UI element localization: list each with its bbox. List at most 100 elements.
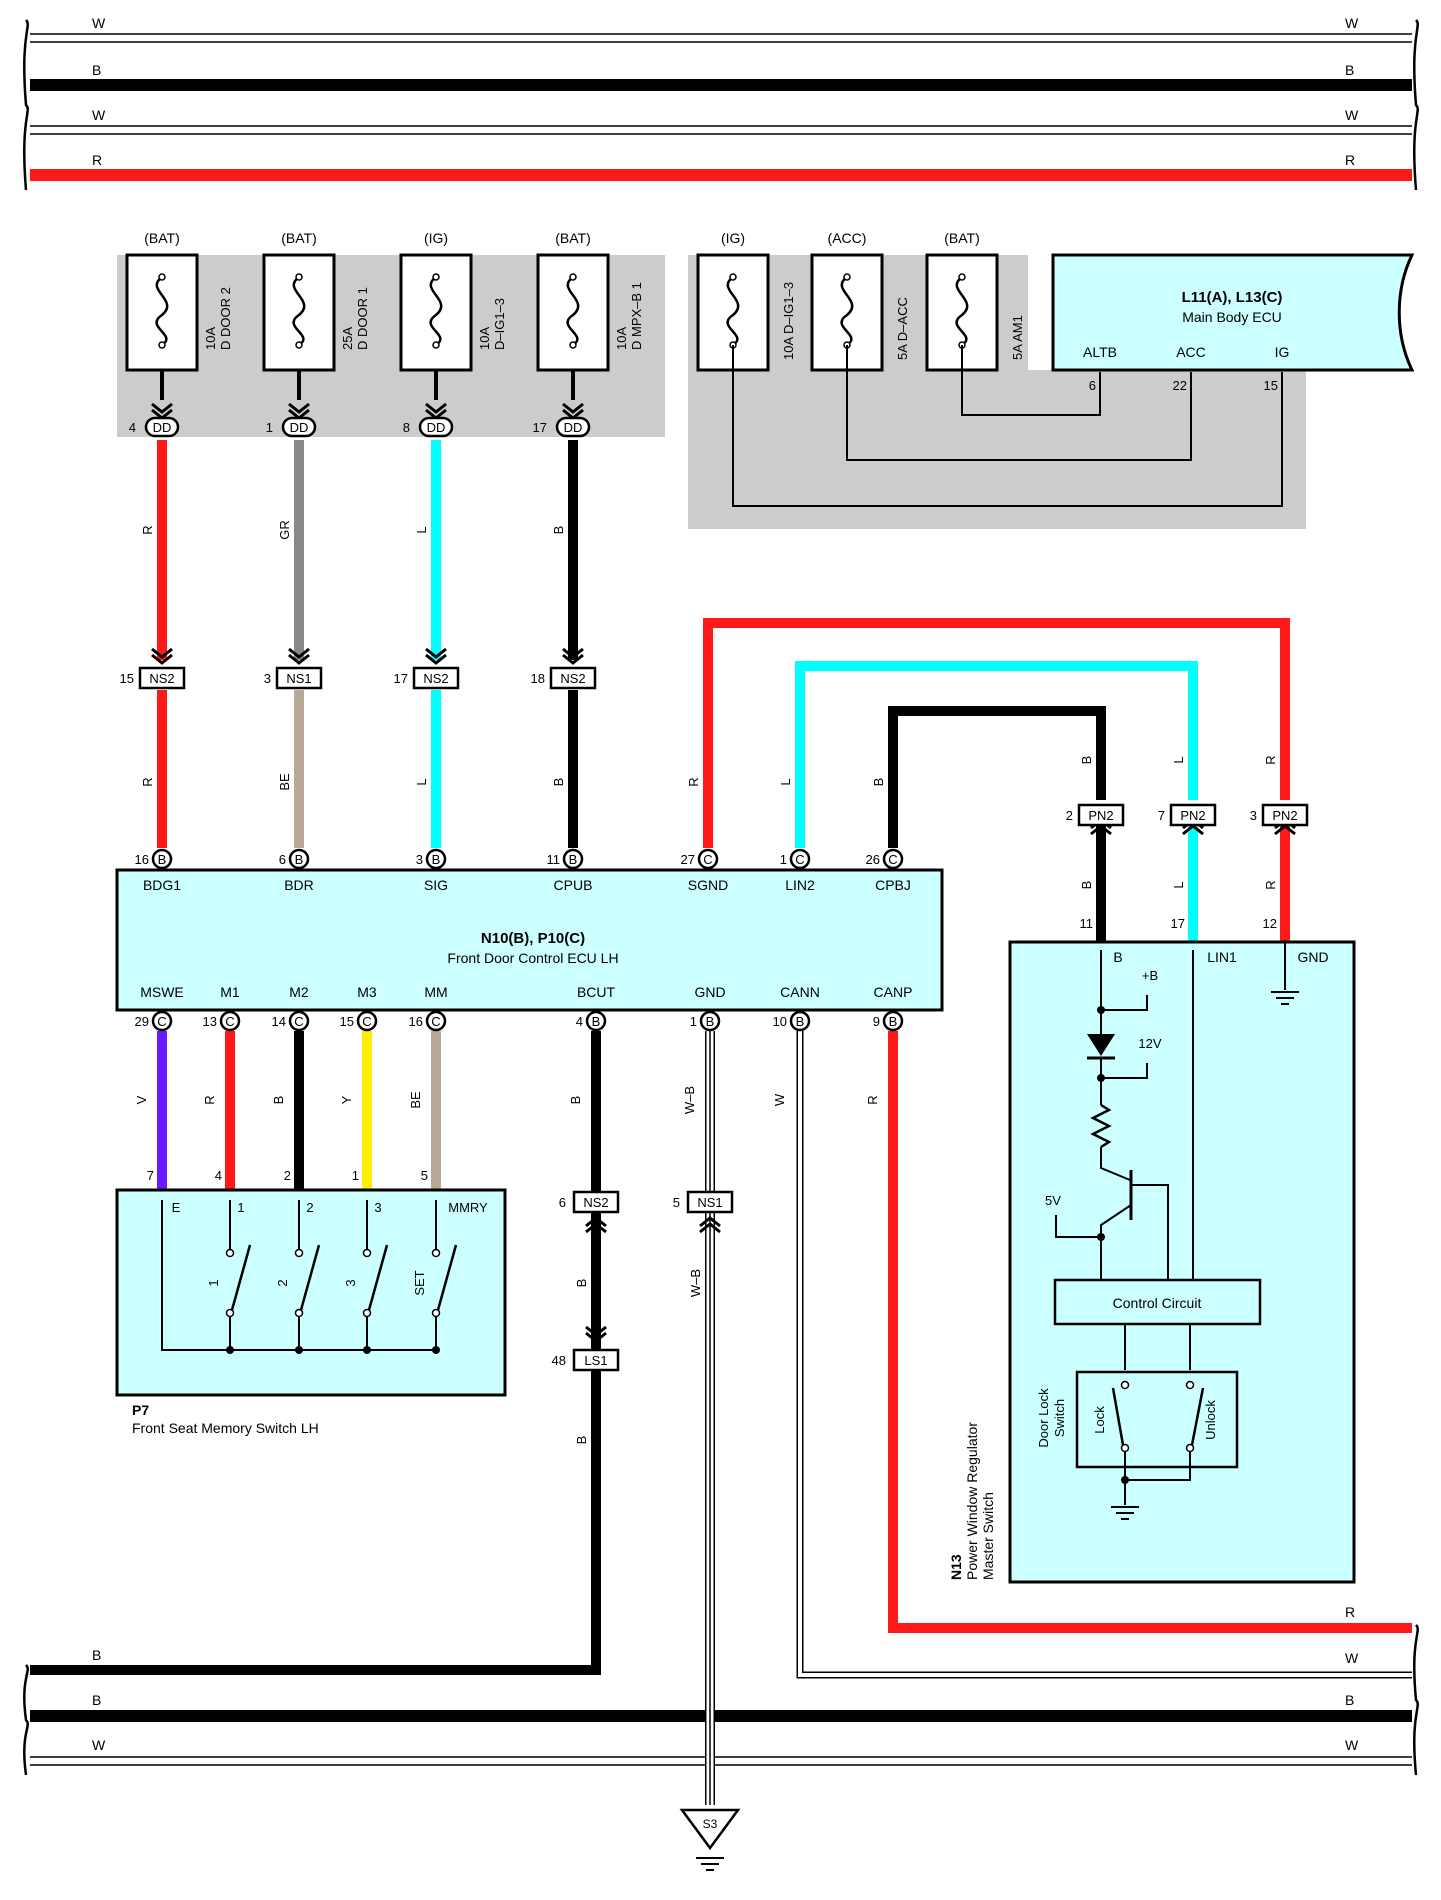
rfuse-2-t1 [958,273,966,281]
fdecu-top-pin-3-letter: B [569,852,578,867]
seat-switch-contact-b-3 [431,1308,441,1318]
dd-num-2: 8 [403,420,410,435]
rfuse-source-1: (ACC) [828,230,867,246]
fdecu-bot-wire-3: Y [339,1095,354,1104]
wire-upper-label-1: GR [277,520,292,540]
fuse-source-1: (BAT) [281,230,317,246]
fuse-chev-0 [151,402,173,414]
fdecu-bot-pin-3 [356,1010,378,1032]
pn2-box-0 [1077,803,1125,827]
bcut-ls-box [572,1348,620,1372]
mbecu-altb-line [961,345,1101,416]
bus-top-label-left-2: W [92,107,106,123]
fdecu-top-num-4: 27 [681,852,695,867]
fdecu-bot-wire-0: V [134,1095,149,1104]
seat-pin-num-1: 4 [215,1168,222,1183]
pn2-ecu-pin-2: 12 [1263,916,1277,931]
fdecu-top-name-1: BDR [284,877,314,893]
s3-ground-label: S3 [703,1817,718,1831]
wire-lower-label-0: R [140,777,155,786]
seat-terminal-4: MMRY [448,1200,488,1215]
fuse-1 [262,253,336,372]
fdecu-bot-name-6: GND [694,984,725,1000]
bus-top-label-left-0: W [92,15,106,31]
ms-res-to-base [1100,1147,1131,1181]
pn2-box-0-label: PN2 [1088,808,1113,823]
fdecu-top-pin-4-letter: C [703,852,712,867]
fdecu-bot-num-0: 29 [135,1014,149,1029]
bus-bot-label-b-left: B [92,1692,101,1708]
fdecu-top-pin-0 [151,848,173,870]
wire-cpbj-loop [888,706,1106,848]
wire-lower-label-1: BE [277,773,292,791]
fdecu-bot-pin-4-letter: C [431,1014,440,1029]
gnd-ns-chev-2 [699,1216,721,1228]
seat-switch-contact-b-2 [362,1308,372,1318]
seat-switch-label-1: 2 [275,1279,290,1286]
mbecu-pin-name-1: ACC [1176,344,1206,360]
seat-switch-node-3 [432,1346,440,1354]
fdecu-top-name-5: LIN2 [785,877,815,893]
ms-terminal-gnd: GND [1297,949,1328,965]
ms-resistor [1090,1103,1112,1149]
mbecu-acc-line [846,345,1192,461]
fdecu-bot-pin-8-letter: B [889,1014,898,1029]
fuse-0 [125,253,199,372]
fdecu-top-pin-6-letter: C [888,852,897,867]
fdecu-top-num-6: 26 [866,852,880,867]
rfuse-label-0: 10A D–IG1–3 [781,282,796,360]
fdecu-bot-wire-2: B [271,1096,286,1105]
ms-lock-label: Lock [1092,1406,1107,1434]
pn2-wire-lower-2: R [1263,880,1278,889]
pn2-wire-upper-0: B [1079,756,1094,765]
fdecu-bot-pin-8 [882,1010,904,1032]
wire-sgnd-loop [703,618,1290,848]
seat-switch-node-2 [363,1346,371,1354]
ms-unlock-contact-b [1185,1443,1195,1453]
fdecu-bot-pin-5-letter: B [592,1014,601,1029]
bus-top-label-right-1: B [1345,62,1354,78]
fdecu-top-num-2: 3 [416,852,423,867]
front-door-ecu-subtitle: Front Door Control ECU LH [447,950,618,966]
seat-switch-contact-a-1 [294,1248,304,1258]
pn2-box-2 [1261,803,1309,827]
main-body-ecu-subtitle: Main Body ECU [1182,309,1282,325]
pn2-wire-upper-1: L [1171,756,1186,763]
fuse-2-t2 [432,341,440,349]
bcut-ls-box-label: LS1 [584,1353,607,1368]
fdecu-bot-pin-0-letter: C [157,1014,166,1029]
ns-box-1-label: NS1 [286,671,311,686]
rfuse-1-element [840,275,854,347]
fuse-rating-1: 25A [340,327,355,350]
pn2-box-2-label: PN2 [1272,808,1297,823]
seat-switch-blade-0 [230,1244,252,1311]
fdecu-bot-name-3: M3 [357,984,377,1000]
fdecu-bot-num-5: 4 [576,1014,583,1029]
dd-pin-3-label: DD [564,420,583,435]
ms-lock-contact-a [1120,1380,1130,1390]
fdecu-bot-wire-5: B [568,1096,583,1105]
seat-pin-num-0: 7 [147,1168,154,1183]
bcut-ls-chev-2 [585,1331,607,1343]
fuse-chev-3 [562,402,584,414]
bcut-ns-chev-2 [585,1216,607,1228]
bcut-ls-chev [585,1325,607,1337]
fuse-1-t2 [295,341,303,349]
fdecu-top-wire-5: L [778,778,793,785]
fdecu-bot-name-5: BCUT [577,984,616,1000]
ns-box-2-label: NS2 [423,671,448,686]
ns-chev-1 [288,647,310,659]
bus-lines [30,33,1412,1766]
front-door-ecu [115,868,944,1012]
fdecu-bot-wire-8: R [865,1095,880,1104]
dd-pin-1-label: DD [290,420,309,435]
bcut-ns-num: 6 [559,1195,566,1210]
mbecu-pin-name-2: IG [1275,344,1290,360]
bcut-ns-chev [585,1222,607,1234]
fuse-2-t1 [432,273,440,281]
fdecu-bot-pin-6-letter: B [706,1014,715,1029]
seat-switch-label-3: SET [412,1270,427,1295]
mbecu-pin-num-1: 22 [1173,378,1187,393]
seat-switch-contact-a-0 [225,1248,235,1258]
